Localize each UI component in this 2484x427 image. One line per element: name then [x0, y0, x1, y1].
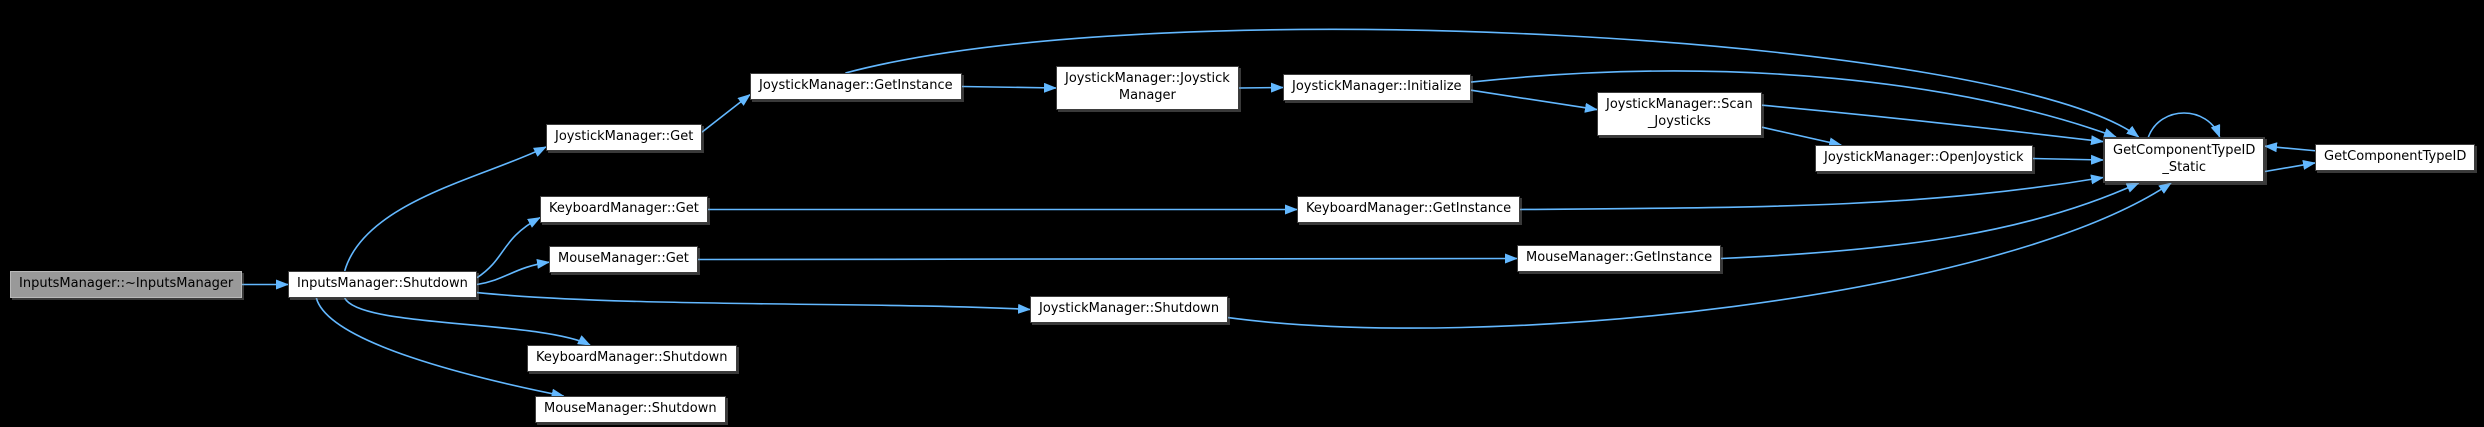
graph-node-jinit[interactable]: JoystickManager::Initialize [1283, 74, 1471, 101]
edge-gcts-gct [2264, 160, 2316, 173]
edge-jctor-jinit [1238, 82, 1284, 93]
edge-kgi-gcts [1519, 174, 2104, 211]
edge-gcts-gcts [2147, 112, 2221, 138]
edge-jget-jgi [701, 93, 751, 133]
edge-mgi-gcts [1720, 182, 2140, 260]
edge-jinit-jscan [1470, 89, 1598, 113]
graph-node-mget[interactable]: MouseManager::Get [549, 246, 698, 273]
graph-node-jctor[interactable]: JoystickManager::Joystick Manager [1056, 66, 1239, 110]
graph-node-mshut[interactable]: MouseManager::Shutdown [535, 396, 726, 423]
graph-node-kshut[interactable]: KeyboardManager::Shutdown [527, 345, 737, 372]
graph-node-gcts[interactable]: GetComponentTypeID _Static [2103, 137, 2266, 183]
edge-jgi-jctor [961, 82, 1057, 93]
graph-node-kgi[interactable]: KeyboardManager::GetInstance [1297, 196, 1521, 223]
graph-node-jgi[interactable]: JoystickManager::GetInstance [750, 73, 962, 100]
edge-shut-jshut [476, 291, 1031, 314]
graph-node-mgi[interactable]: MouseManager::GetInstance [1517, 245, 1722, 272]
graph-node-jshut[interactable]: JoystickManager::Shutdown [1030, 296, 1229, 323]
graph-node-jscan[interactable]: JoystickManager::Scan _Joysticks [1597, 92, 1762, 136]
edge-jopen-gcts [2032, 154, 2104, 165]
graph-node-jget[interactable]: JoystickManager::Get [546, 124, 703, 151]
edge-jscan-gcts [1761, 104, 2104, 146]
edge-jscan-jopen [1761, 126, 1843, 148]
edge-shut-kget [476, 216, 541, 279]
graph-node-kget[interactable]: KeyboardManager::Get [540, 196, 708, 223]
graph-node-gct[interactable]: GetComponentTypeID [2315, 144, 2476, 171]
edge-gct-gcts [2264, 142, 2316, 153]
graph-node-jopen[interactable]: JoystickManager::OpenJoystick [1815, 145, 2033, 172]
edge-shut-jget [343, 146, 547, 272]
graph-node-dtor[interactable]: InputsManager::~InputsManager [10, 271, 243, 298]
edge-shut-kshut [343, 297, 591, 346]
edge-jgi-gcts [845, 28, 2140, 138]
graph-node-shut[interactable]: InputsManager::Shutdown [288, 271, 477, 298]
edge-shut-mget [476, 258, 550, 286]
edge-jinit-gcts [1470, 70, 2117, 138]
edge-mget-mgi [697, 253, 1518, 264]
